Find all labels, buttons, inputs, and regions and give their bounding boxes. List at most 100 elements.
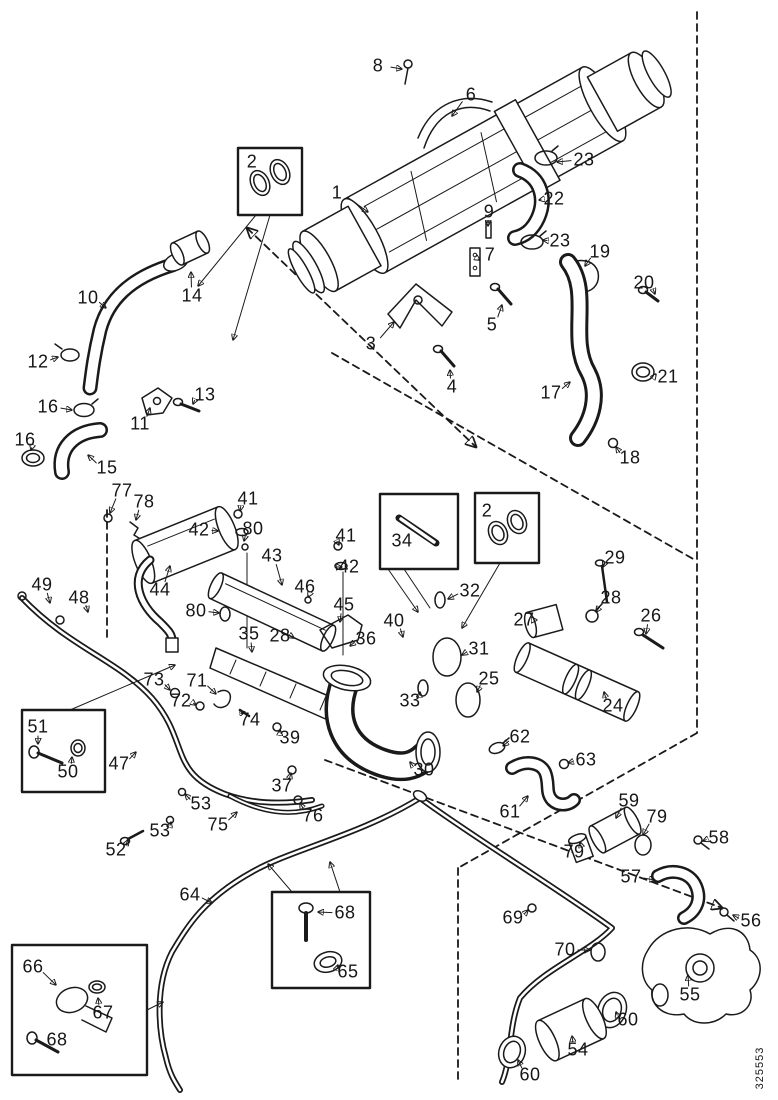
callout-51: 51 (27, 716, 49, 737)
callout-76: 76 (302, 805, 324, 826)
callout-13: 13 (194, 384, 216, 405)
callout-36: 36 (355, 628, 377, 649)
callout-63: 63 (575, 749, 597, 770)
callout-32: 32 (459, 580, 481, 601)
callout-62: 62 (509, 726, 531, 747)
inset-box-50 (20, 665, 175, 794)
callout-80: 80 (185, 600, 207, 621)
callout-leader-lines (31, 67, 739, 1069)
inset-box-34 (378, 492, 460, 612)
callout-66: 66 (22, 956, 44, 977)
middle-cooler-art (103, 505, 363, 775)
callout-79: 79 (646, 806, 668, 827)
callout-2: 2 (481, 500, 493, 521)
callout-72: 72 (170, 690, 192, 711)
right-mid-parts-art (513, 559, 665, 722)
callout-78: 78 (133, 491, 155, 512)
callout-43: 43 (261, 545, 283, 566)
callout-79: 79 (563, 841, 585, 862)
tube-64-art (156, 790, 615, 1093)
callout-27: 27 (513, 609, 535, 630)
callout-64: 64 (179, 884, 201, 905)
callout-41: 41 (237, 488, 259, 509)
callout-49: 49 (31, 574, 53, 595)
callout-29: 29 (604, 547, 626, 568)
callout-31: 31 (468, 638, 490, 659)
callout-60: 60 (617, 1009, 639, 1030)
callout-25: 25 (478, 668, 500, 689)
callout-17: 17 (540, 382, 562, 403)
callout-70: 70 (554, 939, 576, 960)
callout-53: 53 (149, 820, 171, 841)
callout-30: 30 (413, 759, 435, 780)
callout-6: 6 (465, 84, 477, 105)
callout-37: 37 (271, 775, 293, 796)
inset-box-65 (268, 862, 372, 990)
callout-60: 60 (519, 1064, 541, 1085)
callout-75: 75 (207, 814, 229, 835)
callout-59: 59 (618, 790, 640, 811)
callout-28: 28 (269, 625, 291, 646)
bottom-right-assembly-art (488, 737, 761, 1069)
callout-4: 4 (446, 376, 458, 397)
callout-57: 57 (620, 866, 642, 887)
inset-box-66 (10, 943, 163, 1077)
callout-67: 67 (92, 1002, 114, 1023)
callout-47: 47 (108, 753, 130, 774)
callout-24: 24 (602, 695, 624, 716)
callout-46: 46 (294, 576, 316, 597)
callout-14: 14 (181, 285, 203, 306)
callout-16: 16 (37, 396, 59, 417)
callout-54: 54 (567, 1039, 589, 1060)
callout-5: 5 (486, 314, 498, 335)
callout-12: 12 (27, 351, 49, 372)
callout-18: 18 (619, 447, 641, 468)
figure-number: 325553 (754, 1046, 766, 1090)
callout-41: 41 (335, 525, 357, 546)
callout-28: 28 (600, 587, 622, 608)
callout-69: 69 (502, 907, 524, 928)
callout-65: 65 (337, 961, 359, 982)
callout-10: 10 (77, 287, 99, 308)
callout-40: 40 (383, 610, 405, 631)
callout-74: 74 (239, 709, 261, 730)
callout-15: 15 (96, 457, 118, 478)
callout-23: 23 (549, 230, 571, 251)
callout-20: 20 (633, 272, 655, 293)
callout-53: 53 (190, 793, 212, 814)
callout-61: 61 (499, 801, 521, 822)
callout-21: 21 (657, 366, 679, 387)
callout-23: 23 (573, 149, 595, 170)
heat-exchanger-art (287, 50, 672, 368)
callout-3: 3 (365, 333, 377, 354)
callout-68: 68 (46, 1029, 68, 1050)
inset-box-2-top (198, 146, 304, 340)
callout-39: 39 (279, 727, 301, 748)
callout-19: 19 (589, 241, 611, 262)
callout-55: 55 (679, 984, 701, 1005)
callout-58: 58 (708, 827, 730, 848)
tube-47-art (17, 591, 325, 846)
callout-56: 56 (740, 910, 762, 931)
callout-45: 45 (333, 594, 355, 615)
callout-50: 50 (57, 761, 79, 782)
callout-52: 52 (105, 839, 127, 860)
callout-26: 26 (640, 605, 662, 626)
right-hose-art (507, 145, 660, 449)
callout-33: 33 (399, 690, 421, 711)
callout-16: 16 (14, 429, 36, 450)
callout-42: 42 (338, 556, 360, 577)
callout-44: 44 (149, 579, 171, 600)
callout-80: 80 (242, 518, 264, 539)
inset-box-2-middle (462, 491, 541, 628)
callout-73: 73 (143, 669, 165, 690)
callout-9: 9 (483, 201, 495, 222)
callout-71: 71 (186, 670, 208, 691)
callout-8: 8 (372, 55, 384, 76)
callout-77: 77 (111, 480, 133, 501)
callout-1: 1 (331, 182, 343, 203)
left-pipe-art (21, 230, 211, 480)
callout-22: 22 (543, 188, 565, 209)
